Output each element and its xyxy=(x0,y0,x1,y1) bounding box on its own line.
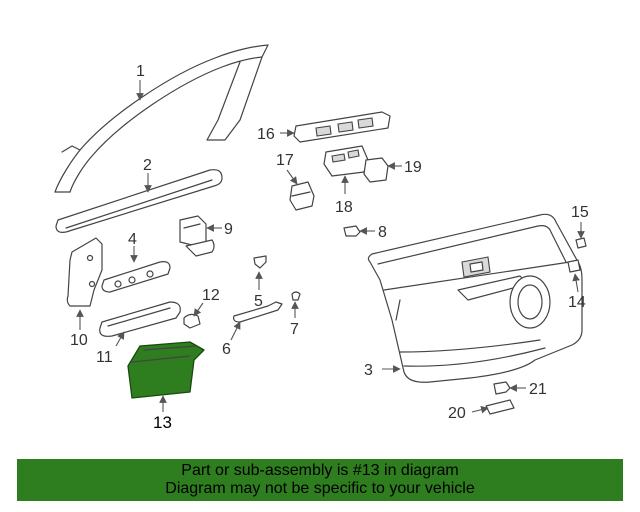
part-11-armrest[interactable] xyxy=(99,301,181,337)
callout-21[interactable]: 21 xyxy=(529,381,547,398)
part-4-pull-handle[interactable] xyxy=(101,261,171,293)
callout-15[interactable]: 15 xyxy=(571,204,589,221)
callout-7[interactable]: 7 xyxy=(290,321,299,338)
part-8-bulb[interactable] xyxy=(343,225,361,237)
callout-17[interactable]: 17 xyxy=(276,152,294,169)
part-18-switch-assembly[interactable] xyxy=(323,145,369,177)
part-2-belt-molding[interactable] xyxy=(55,169,223,233)
callout-20[interactable]: 20 xyxy=(448,405,466,422)
callout-labels: 1 2 3 4 5 6 7 8 9 10 11 12 13 14 15 16 1… xyxy=(70,63,589,432)
callout-14[interactable]: 14 xyxy=(568,294,586,311)
callout-6[interactable]: 6 xyxy=(222,341,231,358)
callout-5[interactable]: 5 xyxy=(254,293,263,310)
callout-4[interactable]: 4 xyxy=(128,231,137,248)
part-16-switch-bezel[interactable] xyxy=(293,111,391,143)
callout-12[interactable]: 12 xyxy=(202,287,220,304)
callout-19[interactable]: 19 xyxy=(404,159,422,176)
part-12-clip[interactable] xyxy=(183,313,201,329)
callout-13[interactable]: 13 xyxy=(153,413,172,432)
callout-16[interactable]: 16 xyxy=(257,126,275,143)
part-13-door-pocket[interactable] xyxy=(127,341,205,399)
part-19-switch[interactable] xyxy=(363,157,389,183)
part-15-screw[interactable] xyxy=(575,237,587,249)
part-5-clip[interactable] xyxy=(253,255,267,269)
leader-lines xyxy=(76,80,585,414)
part-17-switch[interactable] xyxy=(289,181,315,211)
info-banner: Part or sub-assembly is #13 in diagram D… xyxy=(17,459,623,501)
part-7-fastener[interactable] xyxy=(291,291,301,301)
part-1-window-channel[interactable] xyxy=(54,44,269,193)
callout-11[interactable]: 11 xyxy=(96,349,113,366)
callout-2[interactable]: 2 xyxy=(143,157,152,174)
part-3-door-trim-panel[interactable] xyxy=(367,213,583,383)
part-20-lamp-housing[interactable] xyxy=(485,399,515,415)
part-14-screw[interactable] xyxy=(567,259,581,273)
banner-line-2: Diagram may not be specific to your vehi… xyxy=(165,480,475,497)
part-21-bulb[interactable] xyxy=(493,381,511,395)
callout-10[interactable]: 10 xyxy=(70,332,88,349)
part-9-lock-actuator[interactable] xyxy=(179,215,215,257)
callout-1[interactable]: 1 xyxy=(136,63,145,80)
part-10-trim-piece[interactable] xyxy=(66,237,103,307)
callout-18[interactable]: 18 xyxy=(335,199,353,216)
banner-line-1: Part or sub-assembly is #13 in diagram xyxy=(181,462,459,479)
callout-8[interactable]: 8 xyxy=(378,224,387,241)
callout-3[interactable]: 3 xyxy=(364,362,373,379)
callout-9[interactable]: 9 xyxy=(224,221,233,238)
